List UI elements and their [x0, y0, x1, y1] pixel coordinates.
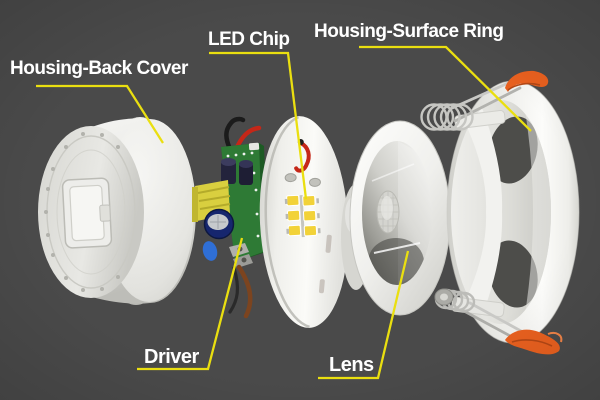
leader-line-lens — [318, 250, 410, 380]
leader-line-driver — [137, 237, 244, 371]
leader-line-housing-back-cover — [36, 84, 164, 144]
leader-line-housing-surface-ring — [359, 45, 532, 132]
label-lens: Lens — [329, 354, 374, 376]
label-housing-back-cover: Housing-Back Cover — [10, 58, 188, 79]
leader-line-led-chip — [209, 51, 308, 200]
label-housing-surface-ring: Housing-Surface Ring — [314, 21, 504, 42]
label-led-chip: LED Chip — [208, 29, 290, 50]
label-driver: Driver — [144, 346, 199, 368]
